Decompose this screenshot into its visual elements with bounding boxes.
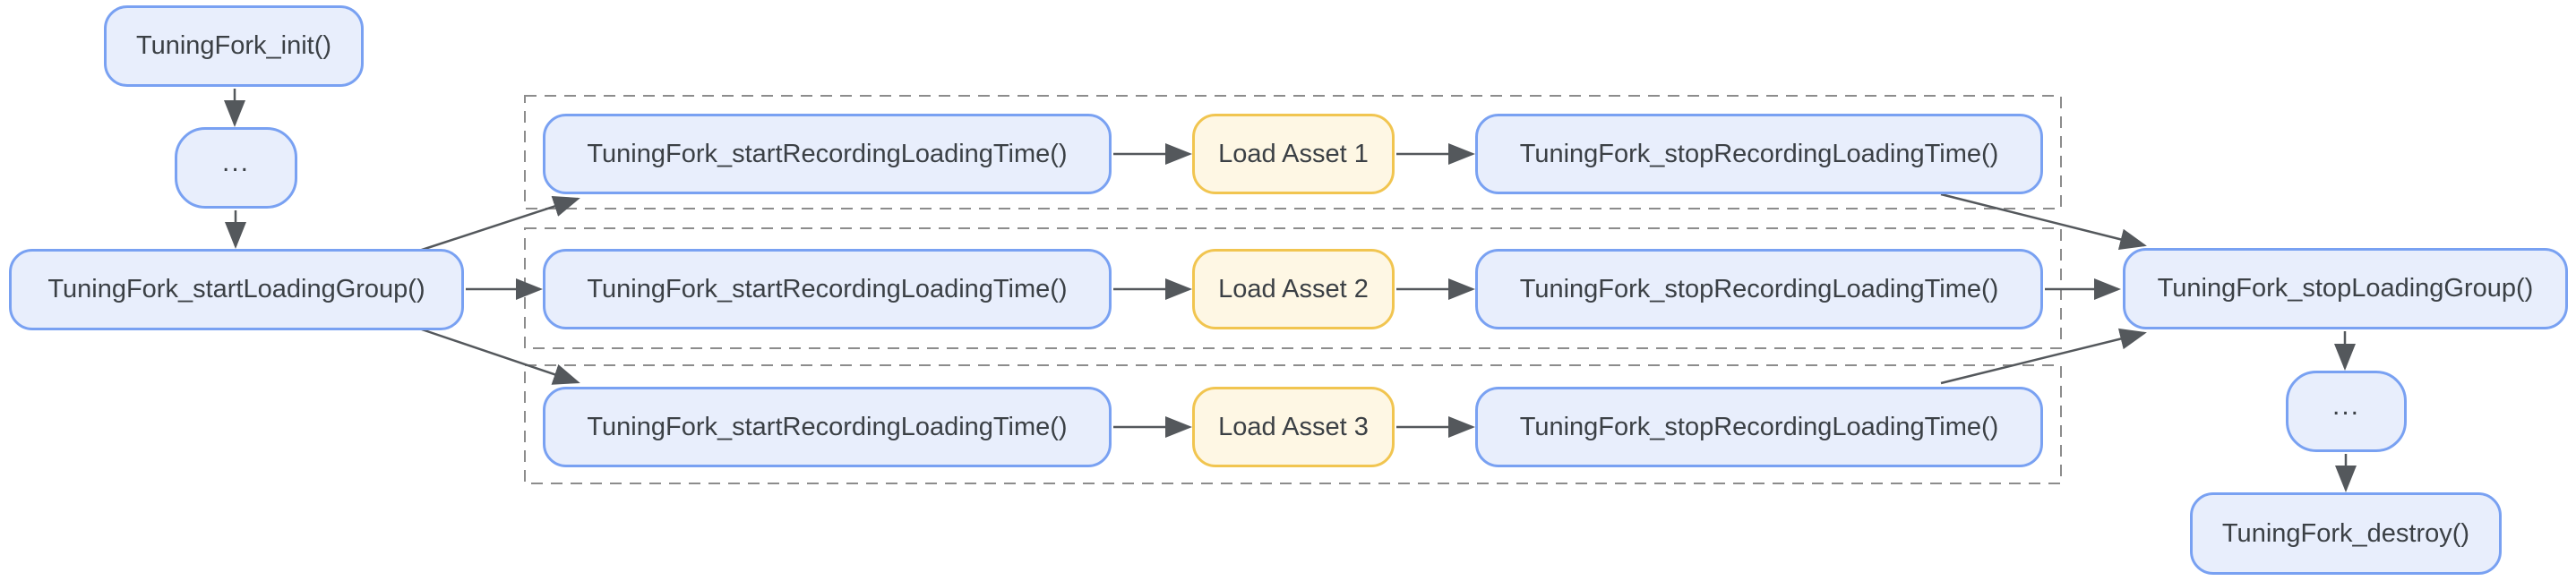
node-label: TuningFork_startRecordingLoadingTime() [587,412,1068,441]
group-outline-row-1 [524,95,2062,209]
node-stop-loading-group: TuningFork_stopLoadingGroup() [2123,248,2568,329]
node-label: TuningFork_stopRecordingLoadingTime() [1519,412,1999,441]
edge-row1-to-stopgroup [1940,192,2147,251]
node-label: ... [221,147,250,177]
node-label: Load Asset 3 [1218,412,1369,441]
node-ellipsis-bottom: ... [2286,371,2407,452]
edge-row3-to-stopgroup [1940,328,2147,385]
node-ellipsis-top: ... [175,127,297,209]
node-label: TuningFork_stopLoadingGroup() [2157,274,2534,303]
node-start-loading-group: TuningFork_startLoadingGroup() [9,249,464,330]
node-label: TuningFork_startLoadingGroup() [47,275,425,303]
node-load-asset-2: Load Asset 2 [1192,249,1395,329]
node-load-asset-3: Load Asset 3 [1192,387,1395,467]
node-start-recording-row2: TuningFork_startRecordingLoadingTime() [543,249,1112,329]
node-label: TuningFork_startRecordingLoadingTime() [587,274,1068,303]
node-label: Load Asset 2 [1218,274,1369,303]
node-start-recording-row3: TuningFork_startRecordingLoadingTime() [543,387,1112,467]
node-label: Load Asset 1 [1218,139,1369,168]
node-label: TuningFork_destroy() [2221,518,2470,548]
node-stop-recording-row1: TuningFork_stopRecordingLoadingTime() [1475,114,2043,194]
edge-startgroup-to-row3 [418,327,580,385]
node-label: TuningFork_startRecordingLoadingTime() [587,139,1068,168]
node-stop-recording-row3: TuningFork_stopRecordingLoadingTime() [1475,387,2043,467]
node-label: TuningFork_init() [135,31,332,60]
node-tuningfork-init: TuningFork_init() [104,5,364,87]
node-label: TuningFork_stopRecordingLoadingTime() [1519,274,1999,303]
node-start-recording-row1: TuningFork_startRecordingLoadingTime() [543,114,1112,194]
node-stop-recording-row2: TuningFork_stopRecordingLoadingTime() [1475,249,2043,329]
node-load-asset-1: Load Asset 1 [1192,114,1395,194]
node-label: TuningFork_stopRecordingLoadingTime() [1519,139,1999,168]
node-label: ... [2331,390,2360,421]
node-tuningfork-destroy: TuningFork_destroy() [2190,492,2502,575]
edge-startgroup-to-row1 [418,196,580,252]
